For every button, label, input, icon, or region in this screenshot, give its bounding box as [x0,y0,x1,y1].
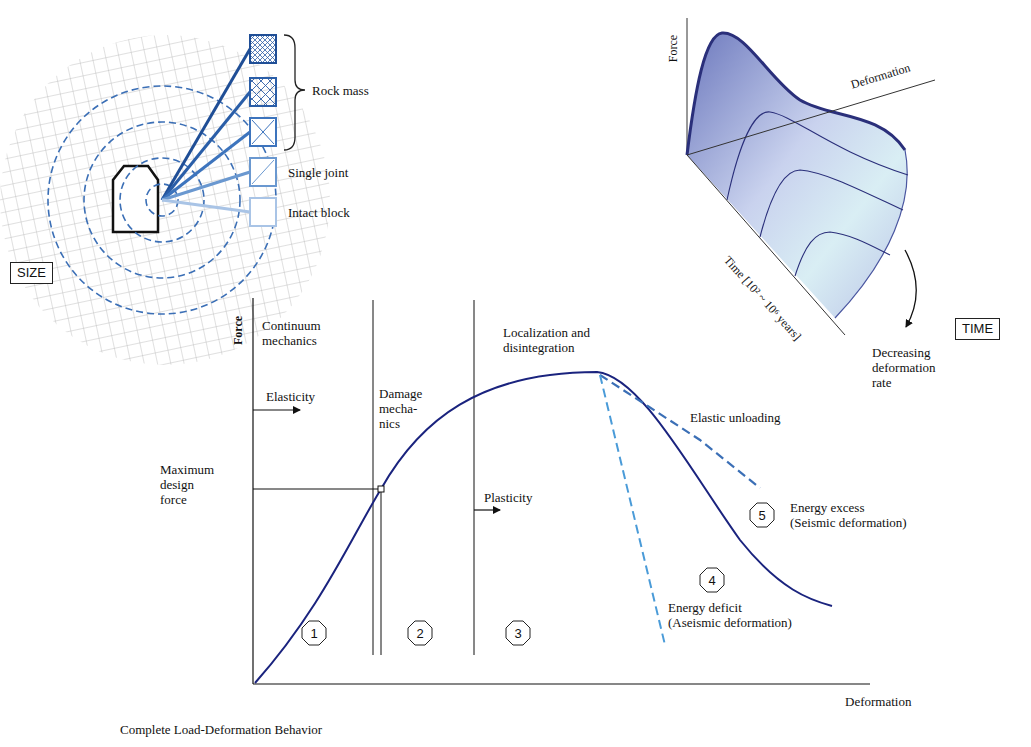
callout-number: 3 [514,626,521,641]
drawing-rect [250,158,276,186]
panel-tag: SIZE [10,262,53,284]
callout-octagon: 5 [749,502,775,528]
region-label: Localization and disintegration [503,325,591,355]
part-label: Intact block [288,205,350,220]
drawing-line [381,492,382,655]
drawing-line [162,49,250,200]
part-label: Single joint [288,165,348,180]
axis-label: Deformation [845,694,911,709]
drawing-path [905,250,916,327]
drawing-path [252,120,274,144]
octagon-shape [408,621,432,645]
drawing-line [253,683,870,684]
callout-octagon: 2 [407,620,433,646]
bracket-label: Rock mass [312,83,369,98]
axis-label: Force [231,315,246,344]
drawing-rect [250,118,276,146]
drawing-g [162,49,250,212]
drawing-line [474,300,475,655]
drawing-line [687,80,935,155]
drawing-rect [250,198,276,226]
drawing-g [0,35,330,365]
drawing-path [284,35,305,150]
annotation: Maximum design force [160,462,174,507]
drawing-path [600,375,665,645]
panel-label: TIME [962,321,993,336]
callout-number: 5 [758,508,765,523]
region-label: Plasticity [484,490,532,505]
drawing-path [687,33,905,155]
drawing-rect [250,78,276,106]
annotation: Decreasing deformation rate [872,345,886,390]
figure-caption: Complete Load-Deformation Behavior [120,722,322,737]
drawing-circle [48,86,276,314]
callout-number: 1 [310,626,317,641]
drawing-path [727,112,908,200]
axis-label: Force [666,34,681,61]
curve-label: Energy excess (Seismic deformation) [790,500,908,530]
axis-label: Deformation [849,60,912,92]
drawing-line [162,92,250,200]
drawing-g [727,112,908,276]
curve-label: Energy deficit (Aseismic deformation) [668,600,793,630]
drawing-line [373,300,374,655]
callout-octagon: 4 [699,567,725,593]
drawing-path [760,170,903,237]
drawing-path [795,232,890,276]
drawing-rect [378,486,384,492]
drawing-path [252,160,274,184]
drawing-rect [0,35,330,365]
drawing-line [253,409,300,410]
drawing-line [253,489,378,490]
callout-octagon: 1 [301,620,327,646]
octagon-shape [506,621,530,645]
drawing-path [255,372,832,683]
region-label: Elasticity [266,389,315,404]
octagon-shape [302,621,326,645]
drawing-line [162,200,250,212]
drawing-line [474,509,500,510]
drawing-path [835,150,907,318]
panel-label: SIZE [17,265,46,280]
drawing-line [162,172,250,200]
octagon-shape [750,503,774,527]
callout-octagon: 3 [505,620,531,646]
region-label: Damage mecha- nics [379,386,393,431]
octagon-shape [700,568,724,592]
drawing-g [48,86,276,314]
callout-number: 4 [708,573,715,588]
callout-number: 2 [416,626,423,641]
drawing-line [687,18,688,155]
panel-tag: TIME [955,318,1000,340]
drawing-line [252,298,253,684]
curve-label: Elastic unloading [690,410,781,425]
drawing-g [250,35,276,226]
drawing-line [162,132,250,200]
drawing-rect [250,35,276,63]
region-label: Continuum mechanics [262,318,276,348]
